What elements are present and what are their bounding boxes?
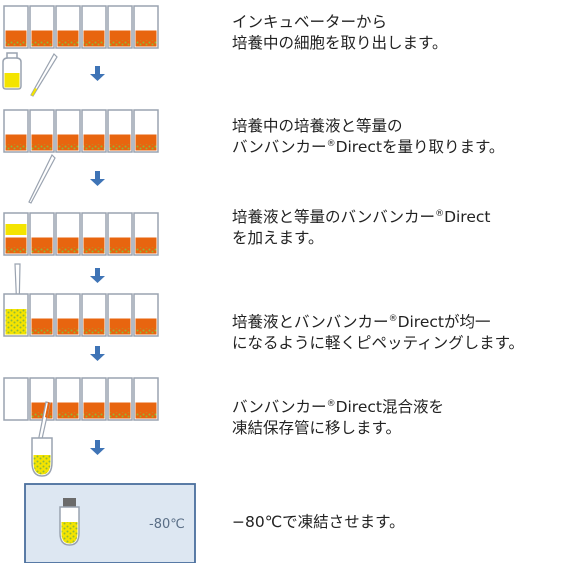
step-5-text: バンバンカー®Direct混合液を 凍結保存管に移します。: [232, 397, 444, 439]
well: [55, 212, 81, 256]
down-arrow-icon: [90, 66, 105, 81]
step-4-line-2: になるように軽くピペッティングします。: [232, 334, 525, 352]
well-plate-icon: [3, 293, 159, 337]
step-4-text: 培養液とバンバンカー®Directが均一 になるように軽くピペッティングします。: [232, 312, 524, 354]
pipette-icon: [28, 153, 56, 204]
step-2-line-2: バンバンカー®Directを量り取ります。: [232, 138, 505, 156]
down-arrow-icon: [90, 171, 105, 186]
well: [29, 293, 55, 337]
down-arrow-icon: [90, 440, 105, 455]
well-plate-icon: [3, 377, 159, 421]
well: [3, 377, 29, 421]
well: [3, 212, 29, 256]
pipette-icon: [30, 53, 58, 97]
well: [107, 212, 133, 256]
well: [29, 377, 55, 421]
well: [107, 5, 133, 49]
well: [107, 109, 133, 153]
reagent-bottle-icon: [2, 52, 22, 90]
well: [29, 212, 55, 256]
step-5-line-2: 凍結保存管に移します。: [232, 419, 401, 437]
freezer-icon: -80℃: [24, 483, 196, 563]
well: [133, 377, 159, 421]
step-5-line-1: バンバンカー®Direct混合液を: [232, 398, 444, 416]
well: [133, 212, 159, 256]
well: [55, 5, 81, 49]
well: [3, 109, 29, 153]
step-6-text: −80℃で凍結させます。: [232, 512, 405, 533]
step-4-line-1: 培養液とバンバンカー®Directが均一: [232, 313, 491, 331]
step-3-line-2: を加えます。: [232, 229, 324, 247]
down-arrow-icon: [90, 346, 105, 361]
well: [81, 212, 107, 256]
well: [133, 109, 159, 153]
well: [55, 109, 81, 153]
down-arrow-icon: [90, 268, 105, 283]
well: [133, 293, 159, 337]
step-1-text: インキュベーターから 培養中の細胞を取り出します。: [232, 12, 447, 54]
well: [29, 5, 55, 49]
well: [3, 293, 29, 337]
well-plate-icon: [3, 212, 159, 256]
step-1-line-1: インキュベーターから: [232, 13, 388, 31]
step-3-line-1: 培養液と等量のバンバンカー®Direct: [232, 208, 491, 226]
step-3-text: 培養液と等量のバンバンカー®Direct を加えます。: [232, 207, 490, 249]
well: [55, 377, 81, 421]
well: [133, 5, 159, 49]
well-plate-icon: [3, 5, 159, 49]
step-2-line-1: 培養中の培養液と等量の: [232, 117, 403, 135]
well: [81, 109, 107, 153]
well: [81, 293, 107, 337]
well: [3, 5, 29, 49]
step-6-line-1: −80℃で凍結させます。: [232, 513, 405, 531]
step-1-line-2: 培養中の細胞を取り出します。: [232, 34, 448, 52]
well-plate-icon: [3, 109, 159, 153]
well: [107, 377, 133, 421]
well: [81, 377, 107, 421]
cryovial-icon: [31, 437, 53, 477]
freezer-temperature-label: -80℃: [149, 517, 185, 532]
well: [81, 5, 107, 49]
well: [29, 109, 55, 153]
well: [55, 293, 81, 337]
step-2-text: 培養中の培養液と等量の バンバンカー®Directを量り取ります。: [232, 116, 504, 158]
well: [107, 293, 133, 337]
